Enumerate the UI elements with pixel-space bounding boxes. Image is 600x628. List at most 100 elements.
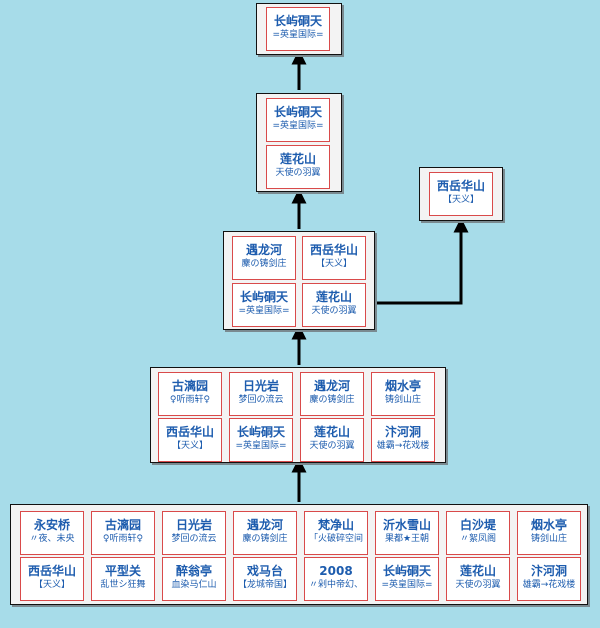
team-name: 西岳华山 <box>309 243 358 257</box>
team-card: 西岳华山 【天义】 <box>429 172 493 216</box>
team-guild: =英皇国际= <box>272 121 324 131</box>
team-name: 遇龙河 <box>313 379 350 393</box>
team-card: 西岳华山 【天义】 <box>20 557 84 601</box>
team-name: 永安桥 <box>33 518 70 532</box>
team-card: 白沙堤 〃絮凤阁 <box>446 511 510 555</box>
team-name: 日光岩 <box>175 518 212 532</box>
team-guild: 「火破碎空间 <box>308 534 363 544</box>
team-name: 莲花山 <box>279 152 316 166</box>
team-card: 日光岩 梦回の流云 <box>162 511 226 555</box>
team-card: 烟水亭 铸剑山庄 <box>371 372 435 416</box>
team-guild: 【天义】 <box>442 195 479 205</box>
team-name: 长屿硐天 <box>239 290 288 304</box>
team-name: 沂水雪山 <box>382 518 431 532</box>
team-name: 日光岩 <box>242 379 279 393</box>
team-card: 烟水亭 铸剑山庄 <box>517 511 581 555</box>
team-card: 戏马台 【龙城帝国】 <box>233 557 297 601</box>
team-name: 莲花山 <box>459 564 496 578</box>
team-name: 长屿硐天 <box>236 425 285 439</box>
team-guild: 〃夜、未央 <box>29 534 75 544</box>
team-card: 遇龙河 麇の铸剑庄 <box>300 372 364 416</box>
team-guild: 天使の羽翼 <box>311 306 357 316</box>
team-card: 2008 〃剁中帝幻、 <box>304 557 368 601</box>
team-card: 古漓园 ♀听雨轩♀ <box>91 511 155 555</box>
team-guild: ♀听雨轩♀ <box>169 395 211 405</box>
team-name: 长屿硐天 <box>273 105 322 119</box>
team-name: 古漓园 <box>171 379 208 393</box>
team-guild: 天使の羽翼 <box>309 441 355 451</box>
team-guild: 梦回の流云 <box>171 534 217 544</box>
team-card: 平型关 乱世シ狂舞 <box>91 557 155 601</box>
team-guild: 麇の铸剑庄 <box>309 395 355 405</box>
side-group: 西岳华山 【天义】 <box>419 167 503 221</box>
team-card: 莲花山 天使の羽翼 <box>446 557 510 601</box>
team-card: 沂水雪山 果都★王朝 <box>375 511 439 555</box>
team-name: 梵净山 <box>317 518 354 532</box>
team-guild: 铸剑山庄 <box>530 534 567 544</box>
team-card: 遇龙河 麇の铸剑庄 <box>233 511 297 555</box>
team-guild: 血染马仁山 <box>171 580 217 590</box>
team-name: 莲花山 <box>315 290 352 304</box>
team-name: 戏马台 <box>246 564 283 578</box>
team-card: 莲花山 天使の羽翼 <box>300 418 364 462</box>
team-guild: 雄霸→花戏楼 <box>376 441 430 451</box>
team-guild: 天使の羽翼 <box>455 580 501 590</box>
team-guild: ♀听雨轩♀ <box>102 534 144 544</box>
team-guild: =英皇国际= <box>272 30 324 40</box>
team-card: 长屿硐天 =英皇国际= <box>266 7 330 51</box>
team-guild: =英皇国际= <box>235 441 287 451</box>
team-name: 2008 <box>319 564 353 578</box>
team-card: 汴河洞 雄霸→花戏楼 <box>371 418 435 462</box>
connector-arrow <box>375 217 469 305</box>
team-name: 汴河洞 <box>530 564 567 578</box>
team-card: 西岳华山 【天义】 <box>158 418 222 462</box>
team-name: 遇龙河 <box>246 518 283 532</box>
team-guild: 【天义】 <box>315 259 352 269</box>
team-card: 莲花山 天使の羽翼 <box>266 145 330 189</box>
team-card: 西岳华山 【天义】 <box>302 236 366 280</box>
team-card: 汴河洞 雄霸→花戏楼 <box>517 557 581 601</box>
team-name: 西岳华山 <box>27 564 76 578</box>
team-guild: 乱世シ狂舞 <box>100 580 146 590</box>
team-guild: =英皇国际= <box>381 580 433 590</box>
team-name: 醉翁亭 <box>175 564 212 578</box>
tier-5-group: 永安桥 〃夜、未央 古漓园 ♀听雨轩♀ 日光岩 梦回の流云 遇龙河 麇の铸剑庄 … <box>10 504 588 605</box>
team-name: 白沙堤 <box>459 518 496 532</box>
team-name: 西岳华山 <box>165 425 214 439</box>
team-card: 日光岩 梦回の流云 <box>229 372 293 416</box>
team-card: 长屿硐天 =英皇国际= <box>375 557 439 601</box>
team-guild: =英皇国际= <box>238 306 290 316</box>
tier-1-group: 长屿硐天 =英皇国际= <box>256 3 342 55</box>
team-guild: 〃絮凤阁 <box>459 534 496 544</box>
team-guild: 雄霸→花戏楼 <box>522 580 576 590</box>
team-card: 莲花山 天使の羽翼 <box>302 283 366 327</box>
team-guild: 【龙城帝国】 <box>237 580 292 590</box>
team-card: 长屿硐天 =英皇国际= <box>229 418 293 462</box>
team-card: 遇龙河 麇の铸剑庄 <box>232 236 296 280</box>
team-name: 烟水亭 <box>384 379 421 393</box>
team-name: 长屿硐天 <box>273 14 322 28</box>
team-name: 遇龙河 <box>245 243 282 257</box>
team-guild: 梦回の流云 <box>238 395 284 405</box>
team-name: 古漓园 <box>104 518 141 532</box>
team-card: 醉翁亭 血染马仁山 <box>162 557 226 601</box>
team-guild: 麇の铸剑庄 <box>241 259 287 269</box>
team-name: 莲花山 <box>313 425 350 439</box>
team-card: 古漓园 ♀听雨轩♀ <box>158 372 222 416</box>
team-name: 汴河洞 <box>384 425 421 439</box>
tier-3-group: 遇龙河 麇の铸剑庄 西岳华山 【天义】 长屿硐天 =英皇国际= 莲花山 天使の羽… <box>223 231 375 330</box>
team-guild: 果都★王朝 <box>384 534 430 544</box>
team-name: 西岳华山 <box>436 179 485 193</box>
team-guild: 铸剑山庄 <box>384 395 421 405</box>
team-name: 烟水亭 <box>530 518 567 532</box>
team-card: 永安桥 〃夜、未央 <box>20 511 84 555</box>
team-card: 长屿硐天 =英皇国际= <box>266 98 330 142</box>
team-card: 长屿硐天 =英皇国际= <box>232 283 296 327</box>
team-guild: 【天义】 <box>171 441 208 451</box>
team-name: 平型关 <box>104 564 141 578</box>
team-guild: 〃剁中帝幻、 <box>308 580 363 590</box>
team-guild: 天使の羽翼 <box>275 168 321 178</box>
team-guild: 麇の铸剑庄 <box>242 534 288 544</box>
tier-2-group: 长屿硐天 =英皇国际= 莲花山 天使の羽翼 <box>256 93 342 192</box>
